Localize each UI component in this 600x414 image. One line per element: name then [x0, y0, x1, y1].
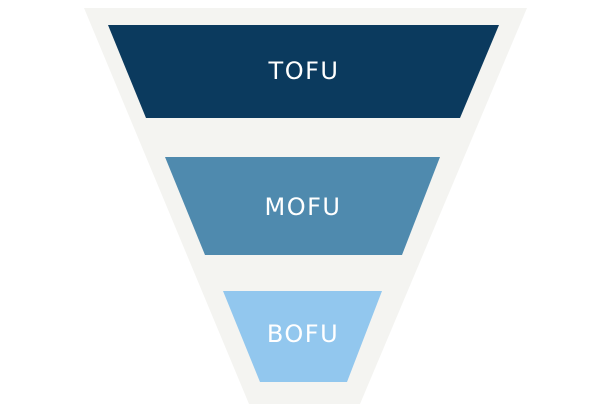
stage-label-mofu: MOFU: [265, 193, 342, 221]
funnel-stage-mofu: MOFU: [165, 157, 440, 255]
funnel-stage-tofu: TOFU: [108, 25, 499, 118]
funnel-stage-bofu: BOFU: [223, 291, 382, 382]
stage-band-tofu: [108, 25, 499, 118]
stage-label-tofu: TOFU: [268, 57, 340, 85]
stage-band-mofu: [165, 157, 440, 255]
stage-band-bofu: [223, 291, 382, 382]
stage-label-bofu: BOFU: [267, 320, 339, 348]
